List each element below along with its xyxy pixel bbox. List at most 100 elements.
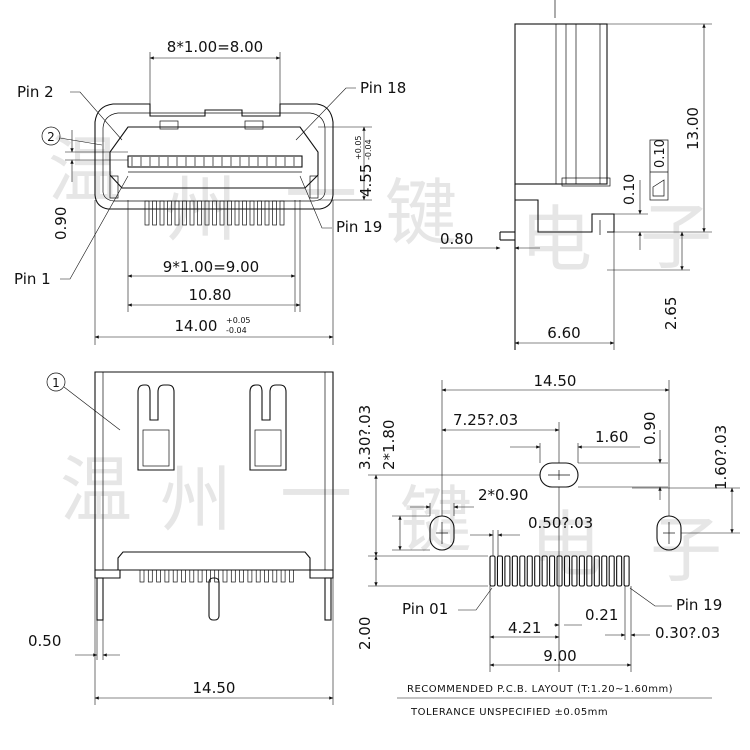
dim-side-lower: 2.65 <box>662 297 680 330</box>
front-pin <box>156 569 161 583</box>
dim-pcb-height-right: 1.60?.03 <box>712 425 730 490</box>
dim-pcb-offset-b: 0.21 <box>585 606 618 624</box>
watermark-char-12: 子 <box>650 508 722 592</box>
dim-pcb-pad-len: 2.00 <box>356 617 374 650</box>
pcb-pad <box>511 555 518 587</box>
pcb-pad <box>504 555 511 587</box>
watermark-char-2: 州 <box>165 168 237 252</box>
side-body <box>514 23 608 185</box>
front-pin <box>222 569 228 583</box>
front-pin <box>197 569 203 583</box>
front-pin <box>239 569 244 583</box>
pcb-pad <box>616 555 623 587</box>
front-pin <box>139 569 145 583</box>
front-pin <box>264 569 269 583</box>
face-pin <box>189 200 195 226</box>
dim-width-total: 14.00 <box>175 317 218 335</box>
pcb-pads <box>489 555 630 587</box>
face-pin <box>167 200 172 226</box>
callout-2-number: 2 <box>47 130 55 144</box>
dim-width-inner: 10.80 <box>189 286 232 304</box>
pcb-pad <box>586 555 593 587</box>
front-pin <box>172 569 178 583</box>
pcb-pad <box>549 555 556 587</box>
dim-height-right: 4.55 <box>357 164 375 197</box>
label-pcb-pin01: Pin 01 <box>402 600 448 618</box>
pcb-layout-note: RECOMMENDED P.C.B. LAYOUT (T:1.20~1.60mm… <box>407 684 673 695</box>
pcb-pad <box>526 555 533 587</box>
side-tab-right <box>309 175 319 199</box>
dim-lead-width: 0.50 <box>28 632 61 650</box>
face-pin <box>249 200 255 226</box>
spring-tab-left <box>137 384 175 471</box>
front-pin <box>147 569 153 583</box>
front-pin <box>206 569 211 583</box>
front-pin <box>255 569 261 583</box>
watermark-char-7: 温 <box>60 448 132 532</box>
face-view <box>94 103 334 226</box>
dim-pcb-hole-dia: 2*0.90 <box>478 486 528 504</box>
dim-pcb-width: 14.50 <box>534 372 577 390</box>
label-pin18: Pin 18 <box>360 79 406 97</box>
front-pin <box>164 569 170 583</box>
face-pin <box>279 200 285 226</box>
dim-height-left: 0.90 <box>52 207 70 240</box>
latch-right <box>244 120 264 130</box>
front-pin <box>289 569 294 583</box>
dim-flatness-value: 0.10 <box>653 139 668 168</box>
face-pin <box>152 200 157 226</box>
dim-side-height: 13.00 <box>684 107 702 150</box>
tolerance-note: TOLERANCE UNSPECIFIED ±0.05mm <box>410 707 608 718</box>
dim-pcb-offset-a: 4.21 <box>508 619 541 637</box>
side-tab-left <box>109 175 119 199</box>
pcb-pad <box>496 555 504 587</box>
dim-side-depth: 6.60 <box>547 324 580 342</box>
spring-tab-right <box>249 384 287 471</box>
face-pin <box>264 200 270 226</box>
contact-tongue <box>127 155 303 168</box>
front-pin <box>247 569 253 583</box>
face-pin <box>272 200 277 226</box>
front-pins <box>139 569 294 583</box>
pcb-pad <box>623 555 630 587</box>
dim-pcb-height-top: 3.30?.03 <box>356 405 374 470</box>
pcb-pad <box>541 555 548 587</box>
pcb-pad <box>563 555 571 587</box>
side-view: 13.00 0.10 0.10 0.80 2.65 6.60 <box>440 0 712 350</box>
callout-circle-1 <box>46 372 66 392</box>
face-pin <box>204 200 210 226</box>
pcb-pad <box>556 555 563 587</box>
pcb-pad <box>593 555 600 587</box>
pcb-pad <box>608 555 615 587</box>
label-pin1: Pin 1 <box>14 270 51 288</box>
flatness-symbol <box>652 179 665 197</box>
front-pin <box>280 569 286 583</box>
pcb-pad <box>571 555 578 587</box>
front-pin <box>214 569 220 583</box>
dim-pcb-span: 9.00 <box>543 647 576 665</box>
face-pin <box>242 200 247 226</box>
face-pin <box>159 200 165 226</box>
watermark-char-8: 州 <box>160 458 232 542</box>
face-view-dimensions: 8*1.00=8.00 9*1.00=9.00 10.80 14.00 +0.0… <box>14 38 406 345</box>
face-pins <box>144 200 285 226</box>
label-pcb-pin19: Pin 19 <box>676 596 722 614</box>
leg-center <box>208 577 220 621</box>
shell-outline <box>94 103 334 210</box>
leg-right <box>324 577 332 621</box>
front-pin <box>189 569 195 583</box>
face-pin <box>197 200 202 226</box>
latch-left <box>159 120 179 130</box>
watermark-char-10: 键 <box>400 478 472 562</box>
dim-pitch-upper: 8*1.00=8.00 <box>167 38 263 56</box>
watermark-char-4: 键 <box>385 171 457 255</box>
front-view: 1 0.50 14.50 <box>28 371 334 705</box>
front-pin <box>230 569 236 583</box>
face-pin <box>174 200 180 226</box>
face-contacts <box>131 157 295 166</box>
leg-left <box>96 577 104 621</box>
dim-pcb-pad-w: 0.30?.03 <box>655 624 720 642</box>
shell-inner <box>102 112 326 202</box>
face-pin <box>144 200 150 226</box>
